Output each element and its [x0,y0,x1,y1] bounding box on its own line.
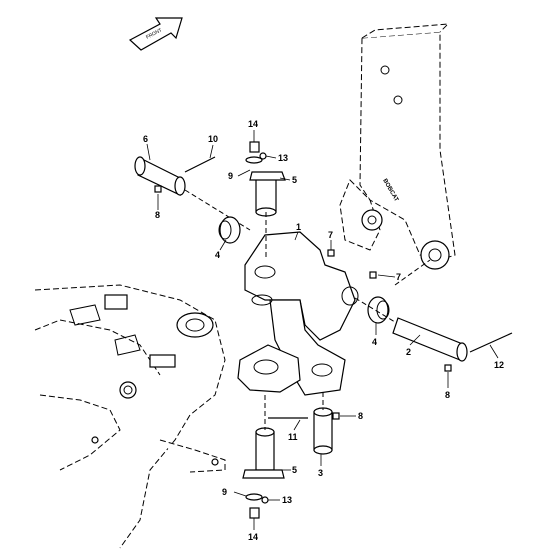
callout-6: 6 [143,134,148,144]
left-pin-assembly [134,156,251,231]
callout-13b: 13 [282,495,292,505]
callout-12: 12 [494,360,504,370]
callout-10: 10 [208,134,218,144]
lower-cylinder-pin [268,392,340,455]
callout-1: 1 [296,222,301,232]
callout-4b: 4 [372,337,377,347]
callout-3: 3 [318,468,323,478]
callout-8: 8 [155,210,160,220]
callout-11: 11 [288,432,298,442]
lower-pin-assembly [242,395,285,519]
leader-lines [146,130,499,530]
callout-labels: 6 10 8 14 13 9 5 1 7 4 7 4 2 12 8 8 11 3… [143,119,504,542]
front-arrow: FRONT [128,17,183,51]
callout-5b: 5 [292,465,297,475]
callout-13: 13 [278,153,288,163]
callout-5: 5 [292,175,297,185]
callout-14: 14 [248,119,258,129]
boom-arm: BOBCAT [339,23,456,270]
grease-fitting-lower [369,271,377,279]
swing-bracket [237,231,359,396]
grease-fitting-upper [327,249,335,257]
machine-frame [34,284,226,549]
right-pin-assembly [354,259,513,372]
callout-2: 2 [406,347,411,357]
callout-7: 7 [328,230,333,240]
callout-8b: 8 [445,390,450,400]
callout-4: 4 [215,250,220,260]
callout-7b: 7 [396,272,401,282]
bushing-right [367,296,390,324]
callout-8c: 8 [358,411,363,421]
callout-9b: 9 [222,487,227,497]
callout-9: 9 [228,171,233,181]
upper-pin-assembly [245,141,286,260]
callout-14b: 14 [248,532,258,542]
bushing-left [218,216,241,244]
